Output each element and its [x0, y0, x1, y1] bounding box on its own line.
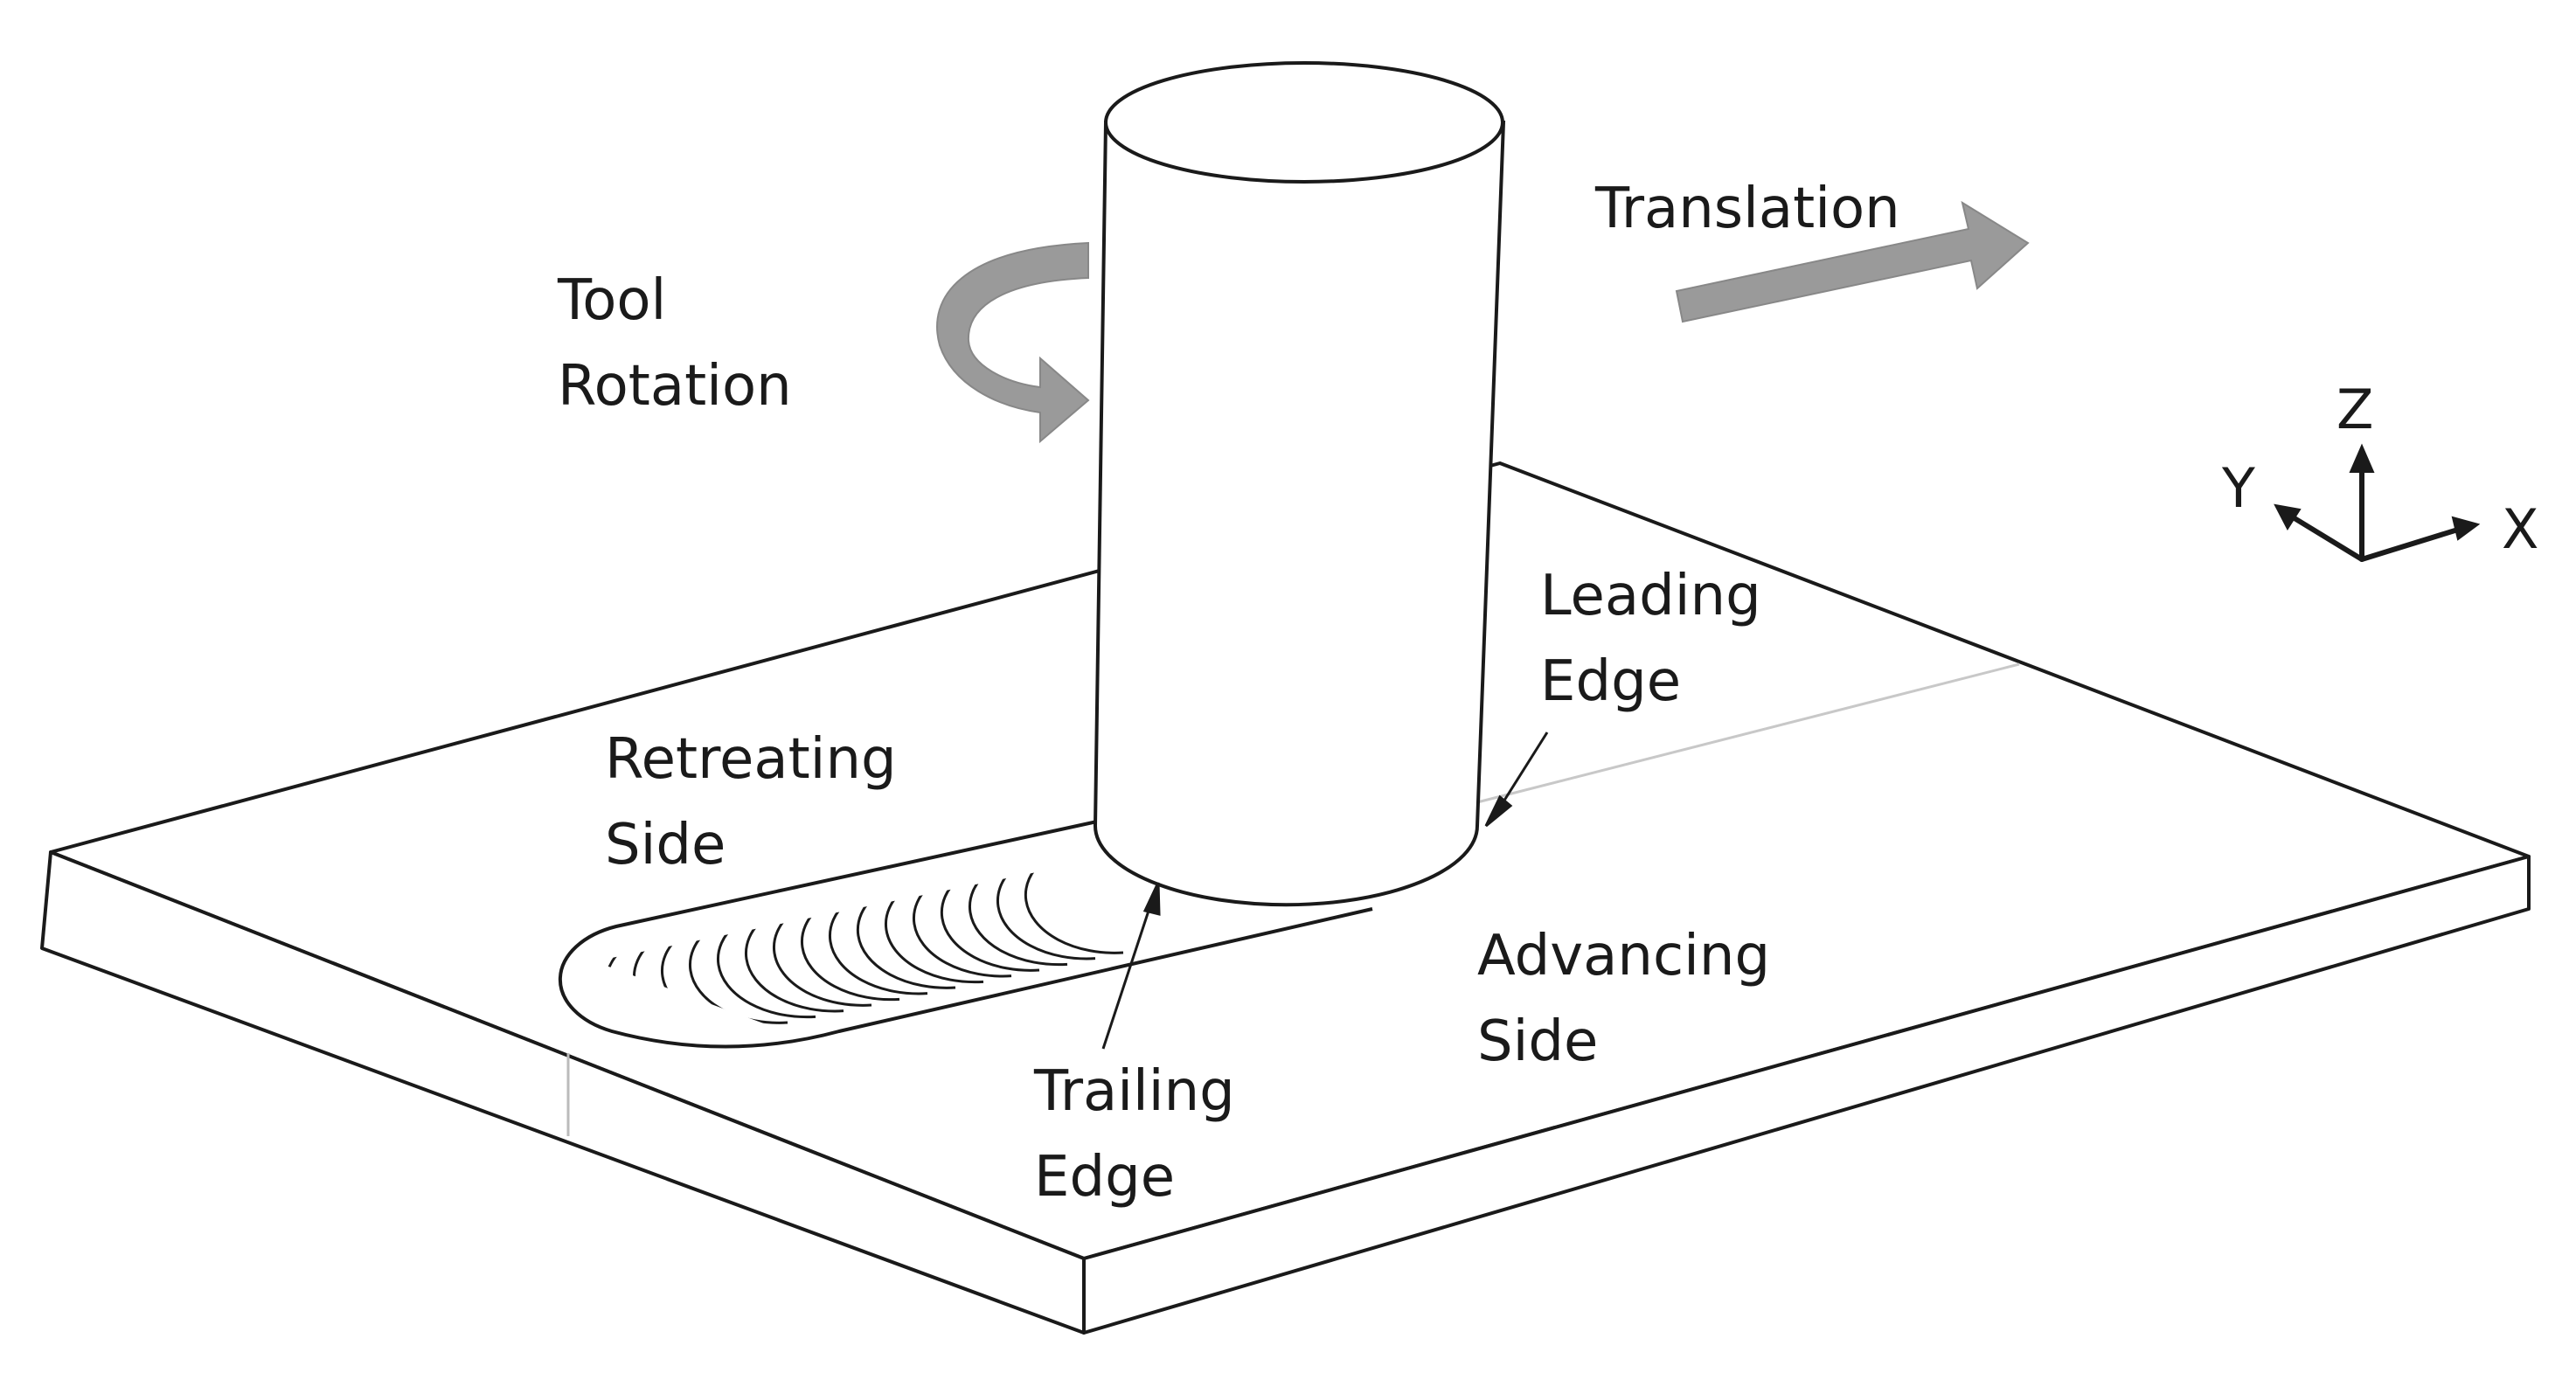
weld-ripple-arc	[968, 861, 1068, 967]
y-axis	[2288, 513, 2364, 562]
plate-side-face	[1082, 855, 2531, 1335]
translation-text: Translation	[1595, 177, 1900, 241]
tool-cylinder-top	[1104, 61, 1504, 184]
tool-rotation-arrow	[936, 241, 1090, 444]
joint-line-far	[1476, 662, 2020, 804]
retreating-side-line-1: Retreating	[605, 727, 897, 792]
retreating-side-label: Retreating Side	[605, 717, 897, 888]
tool-cylinder-body	[1093, 121, 1506, 907]
leading-edge-arrowhead	[1484, 794, 1513, 828]
weld-ripple-arc	[1024, 861, 1124, 954]
tool-rotation-line-1: Tool	[558, 268, 667, 333]
tool-cylinder	[1093, 61, 1506, 907]
trailing-edge-line-1: Trailing	[1034, 1059, 1235, 1124]
trailing-edge-leader	[1101, 899, 1154, 1050]
leading-edge-line-1: Leading	[1540, 564, 1761, 628]
weld-track	[558, 820, 1373, 1049]
y-axis-label: Y	[2222, 456, 2255, 520]
z-axis-head	[2349, 443, 2375, 473]
translation-label: Translation	[1595, 166, 1900, 252]
y-axis-head	[2274, 503, 2302, 531]
z-axis-label: Z	[2336, 378, 2374, 441]
x-axis-label: X	[2502, 497, 2539, 561]
x-axis-head	[2451, 516, 2481, 541]
coordinate-axes	[2274, 443, 2481, 562]
translation-arrow	[1675, 200, 2030, 323]
leader-arrows	[1101, 732, 1549, 1050]
advancing-side-label: Advancing Side	[1477, 913, 1770, 1085]
trailing-edge-arrowhead	[1142, 882, 1161, 916]
trailing-edge-label: Trailing Edge	[1034, 1049, 1235, 1220]
x-axis	[2359, 526, 2463, 562]
advancing-side-line-1: Advancing	[1477, 924, 1771, 988]
leading-edge-leader	[1495, 732, 1549, 814]
retreating-side-line-2: Side	[605, 813, 726, 877]
trailing-edge-line-2: Edge	[1034, 1145, 1176, 1210]
advancing-side-line-2: Side	[1477, 1009, 1599, 1074]
weld-track-outline	[558, 820, 1373, 1049]
leading-edge-label: Leading Edge	[1540, 553, 1761, 725]
tool-rotation-line-2: Rotation	[558, 354, 792, 419]
weld-ripple-arc	[996, 861, 1096, 960]
leading-edge-line-2: Edge	[1540, 649, 1682, 714]
tool-rotation-label: Tool Rotation	[558, 258, 792, 429]
